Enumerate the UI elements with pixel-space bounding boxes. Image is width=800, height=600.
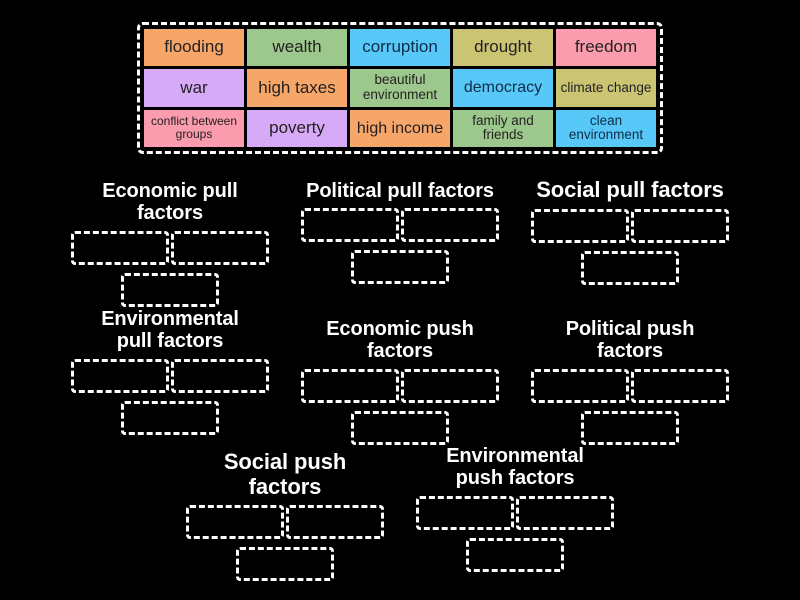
dropzone-set — [301, 208, 499, 285]
category-title: Environmental push factors — [446, 445, 584, 490]
dropzone[interactable] — [301, 208, 399, 243]
dropzone[interactable] — [286, 505, 384, 540]
dropzone[interactable] — [531, 208, 629, 243]
tile-label: beautiful environment — [362, 72, 438, 102]
dropzone-set — [186, 505, 384, 582]
tile-conflict-between-groups[interactable]: conflict between groups — [144, 109, 244, 147]
tile-row: conflict between groups poverty high inc… — [144, 109, 656, 147]
category-title: Economic push factors — [326, 318, 474, 363]
word-tile-bank: flooding wealth corruption drought freed… — [137, 22, 663, 154]
category-title: Political pull factors — [306, 180, 494, 202]
tile-label: war — [180, 77, 208, 97]
category-group-political-push-factors: Political push factors — [531, 318, 729, 445]
dropzone[interactable] — [71, 230, 169, 265]
tile-high-taxes[interactable]: high taxes — [247, 69, 347, 107]
dropzone-set — [71, 358, 269, 435]
tile-label: high income — [356, 119, 444, 137]
dropzone[interactable] — [236, 547, 334, 582]
tile-label: family and friends — [472, 112, 534, 143]
tile-flooding[interactable]: flooding — [144, 29, 244, 67]
tile-family-and-friends[interactable]: family and friends — [453, 109, 553, 147]
dropzone[interactable] — [466, 537, 564, 572]
tile-label: climate change — [560, 79, 652, 95]
dropzone[interactable] — [581, 410, 679, 445]
category-group-social-pull-factors: Social pull factors — [531, 177, 729, 285]
tile-high-income[interactable]: high income — [350, 109, 450, 147]
dropzone[interactable] — [581, 250, 679, 285]
category-group-economic-push-factors: Economic push factors — [301, 318, 499, 445]
tile-label: clean environment — [568, 112, 644, 143]
dropzone[interactable] — [121, 272, 219, 307]
category-group-environmental-push-factors: Environmental push factors — [416, 445, 614, 572]
category-title: Social pull factors — [536, 177, 724, 202]
tile-label: corruption — [362, 37, 438, 57]
dropzone[interactable] — [171, 358, 269, 393]
tile-poverty[interactable]: poverty — [247, 109, 347, 147]
tile-label: high taxes — [258, 77, 336, 97]
tile-corruption[interactable]: corruption — [350, 29, 450, 67]
tile-freedom[interactable]: freedom — [556, 29, 656, 67]
dropzone-set — [531, 208, 729, 285]
category-title: Social push factors — [223, 449, 347, 499]
dropzone[interactable] — [186, 505, 284, 540]
tile-label: democracy — [463, 79, 543, 97]
tile-democracy[interactable]: democracy — [453, 69, 553, 107]
tile-row: war high taxes beautiful environment dem… — [144, 69, 656, 107]
dropzone[interactable] — [516, 495, 614, 530]
category-group-political-pull-factors: Political pull factors — [301, 180, 499, 285]
category-title: Environmental pull factors — [101, 308, 239, 353]
dropzone[interactable] — [416, 495, 514, 530]
tile-label: conflict between groups — [150, 114, 238, 142]
category-group-social-push-factors: Social push factors — [186, 449, 384, 582]
tile-label: flooding — [164, 37, 224, 57]
category-group-economic-pull-factors: Economic pull factors — [71, 180, 269, 307]
tile-war[interactable]: war — [144, 69, 244, 107]
dropzone[interactable] — [121, 400, 219, 435]
dropzone[interactable] — [631, 368, 729, 403]
tile-label: poverty — [269, 118, 325, 138]
dropzone[interactable] — [531, 368, 629, 403]
dropzone-set — [71, 230, 269, 307]
dropzone[interactable] — [301, 368, 399, 403]
tile-label: drought — [474, 37, 532, 57]
tile-beautiful-environment[interactable]: beautiful environment — [350, 69, 450, 107]
tile-row: flooding wealth corruption drought freed… — [144, 29, 656, 67]
dropzone[interactable] — [401, 368, 499, 403]
dropzone[interactable] — [351, 250, 449, 285]
dropzone[interactable] — [171, 230, 269, 265]
tile-clean-environment[interactable]: clean environment — [556, 109, 656, 147]
category-title: Economic pull factors — [102, 180, 238, 225]
category-title: Political push factors — [565, 318, 695, 363]
dropzone[interactable] — [351, 410, 449, 445]
dropzone[interactable] — [631, 208, 729, 243]
dropzone[interactable] — [71, 358, 169, 393]
category-group-environmental-pull-factors: Environmental pull factors — [71, 308, 269, 435]
dropzone[interactable] — [401, 208, 499, 243]
tile-climate-change[interactable]: climate change — [556, 69, 656, 107]
tile-label: freedom — [574, 37, 638, 57]
dropzone-set — [416, 495, 614, 572]
dropzone-set — [301, 368, 499, 445]
dropzone-set — [531, 368, 729, 445]
tile-drought[interactable]: drought — [453, 29, 553, 67]
tile-wealth[interactable]: wealth — [247, 29, 347, 67]
tile-label: wealth — [272, 37, 322, 57]
